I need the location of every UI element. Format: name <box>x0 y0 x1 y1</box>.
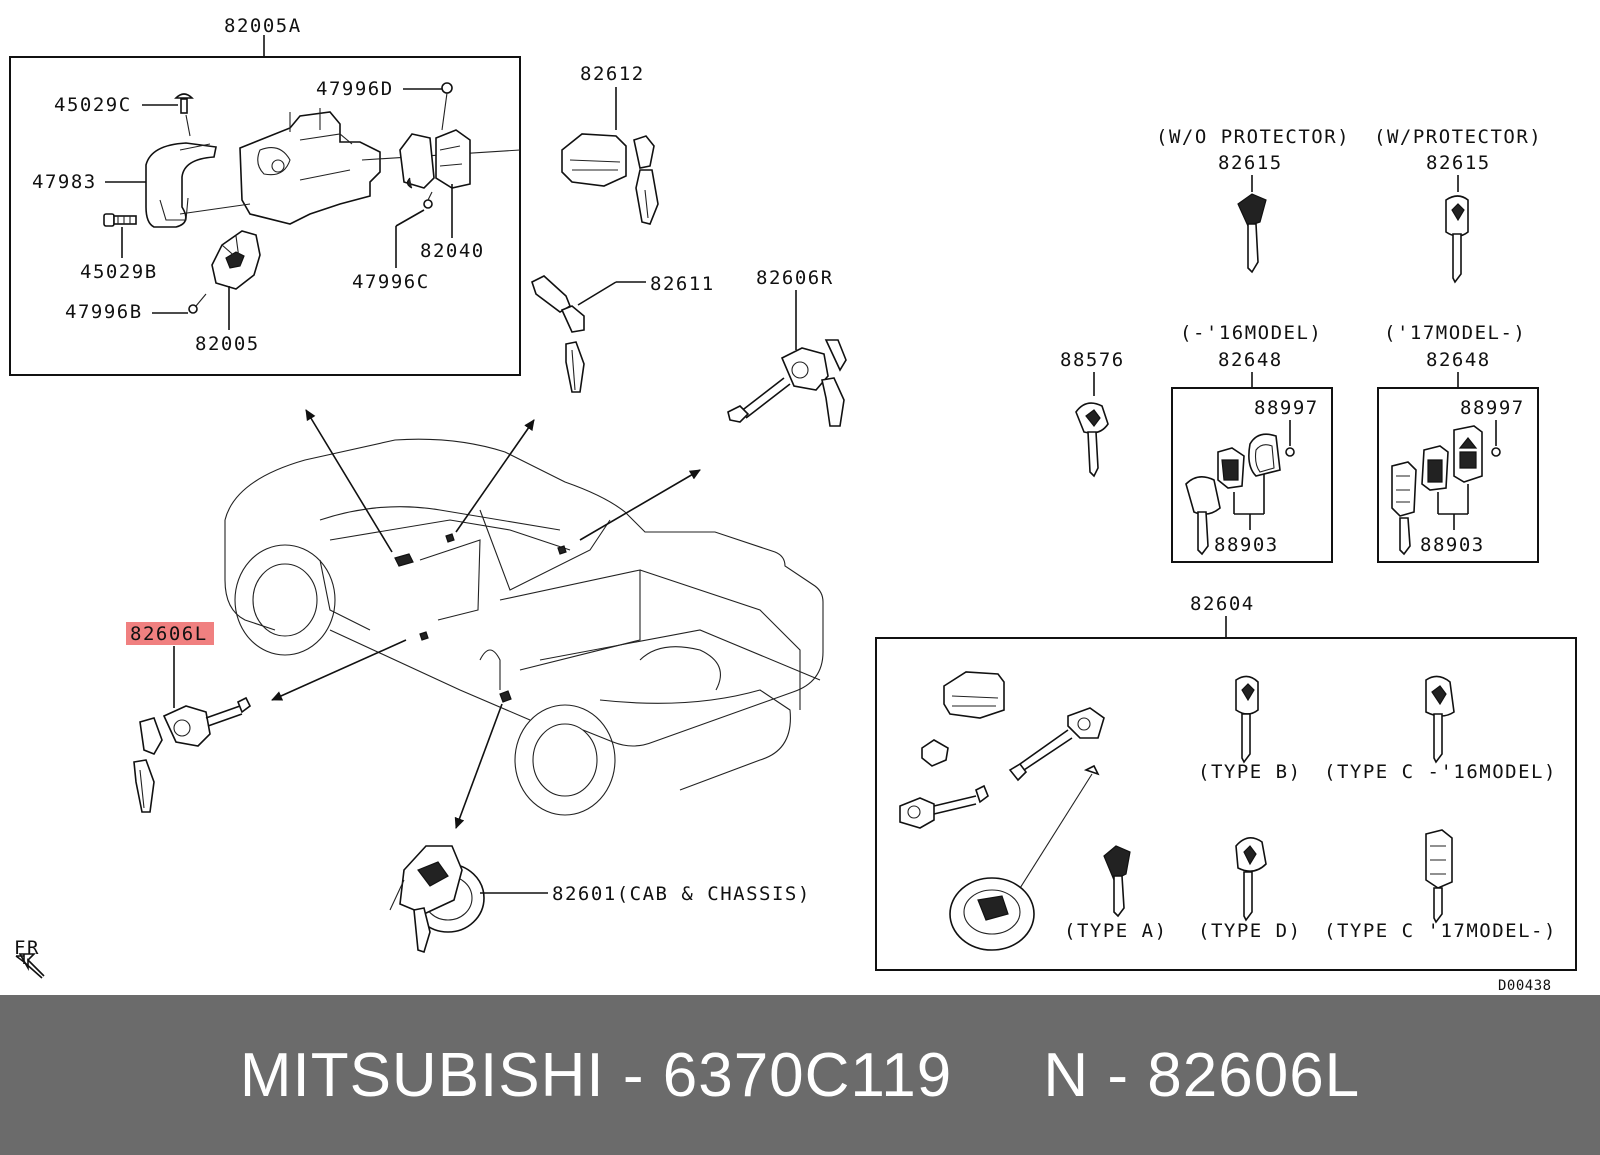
screw-47996D-icon <box>441 82 453 131</box>
label-47996C: 47996C <box>352 271 430 293</box>
label-82648-a: 82648 <box>1218 349 1283 371</box>
group-box-82604 <box>875 637 1577 971</box>
label-82606L: 82606L <box>130 623 208 645</box>
parts-diagram: 82005A 45029C 47996D 47983 <box>9 15 1577 994</box>
label-82040: 82040 <box>420 240 485 262</box>
glovebox-cylinder-set-icon <box>921 739 949 767</box>
steering-lock-body-icon <box>179 108 521 225</box>
label-type-d: (TYPE D) <box>1198 920 1302 942</box>
label-82615-a: 82615 <box>1218 152 1283 174</box>
group-box-82648-a <box>1171 387 1333 563</box>
label-47996D: 47996D <box>316 78 394 100</box>
key-type-c-16model-icon <box>1425 675 1455 764</box>
fuel-cap-82601: 82601(CAB & CHASSIS) <box>389 845 811 954</box>
pointer-arrows <box>271 409 701 829</box>
label-82615-b: 82615 <box>1426 152 1491 174</box>
door-cylinder-left-set-icon <box>899 797 935 829</box>
label-17model: ('17MODEL-) <box>1384 322 1526 344</box>
key-type-d-icon <box>1235 837 1267 922</box>
label-88903-b: 88903 <box>1420 534 1485 556</box>
glovebox-cylinder-82611: 82611 <box>531 273 715 393</box>
label-w-protector: (W/PROTECTOR) <box>1374 126 1542 148</box>
label-type-c-17model: (TYPE C '17MODEL-) <box>1324 920 1557 942</box>
ignition-switch-group: 82005A 45029C 47996D 47983 <box>9 15 521 376</box>
bolt-45029B-icon <box>103 213 137 227</box>
label-wo-protector: (W/O PROTECTOR) <box>1156 126 1350 148</box>
highlight-82606L <box>126 622 214 645</box>
ignition-cylinder-set-icon <box>943 671 1005 719</box>
screw-45029C-icon <box>174 93 194 137</box>
group-box-82648-b <box>1377 387 1539 563</box>
key-type-c-17model-icon <box>1425 829 1453 924</box>
key-type-b-icon <box>1235 675 1259 764</box>
label-type-a: (TYPE A) <box>1064 920 1168 942</box>
label-82005A: 82005A <box>224 15 302 37</box>
column-cover-47983-icon <box>145 142 217 228</box>
ignition-switch-82005-icon <box>211 230 261 290</box>
label-82005: 82005 <box>195 333 260 355</box>
immobilizer-82040-icon <box>399 129 471 189</box>
vehicle-outline <box>224 438 824 816</box>
label-45029B: 45029B <box>80 261 158 283</box>
group-box-82005A <box>9 56 521 376</box>
drawing-code: D00438 <box>1498 978 1552 994</box>
label-47996B: 47996B <box>65 301 143 323</box>
label-16model: (-'16MODEL) <box>1180 322 1322 344</box>
door-cylinder-right-set-icon <box>1067 707 1105 739</box>
screw-47996B-icon <box>188 293 207 314</box>
remote-key-82648-17model: ('17MODEL-) 82648 88997 88903 <box>1377 322 1539 563</box>
label-type-c-16model: (TYPE C -'16MODEL) <box>1324 761 1557 783</box>
screw-47996C-icon <box>423 191 433 209</box>
key-type-a-icon <box>1103 845 1131 918</box>
key-without-protector-icon <box>1237 193 1267 274</box>
label-47983: 47983 <box>32 171 97 193</box>
footer-banner: MITSUBISHI - 6370C119 N - 82606L <box>0 995 1600 1155</box>
label-type-b: (TYPE B) <box>1198 761 1302 783</box>
key-88576: 88576 <box>1060 349 1125 478</box>
key-82615-group: (W/O PROTECTOR) (W/PROTECTOR) 82615 8261… <box>1156 126 1542 284</box>
label-45029C: 45029C <box>54 94 132 116</box>
front-direction-indicator: FR <box>14 937 45 979</box>
ignition-cylinder-82612: 82612 <box>561 63 659 225</box>
label-82601: 82601(CAB & CHASSIS) <box>552 883 811 905</box>
label-82606R: 82606R <box>756 267 834 289</box>
label-82612: 82612 <box>580 63 645 85</box>
label-82604: 82604 <box>1190 593 1255 615</box>
label-88997-a: 88997 <box>1254 397 1319 419</box>
footer-part-number: MITSUBISHI - 6370C119 N - 82606L <box>239 1040 1361 1110</box>
label-88903-a: 88903 <box>1214 534 1279 556</box>
label-88997-b: 88997 <box>1460 397 1525 419</box>
door-cylinder-82606R: 82606R <box>727 267 847 427</box>
label-82611: 82611 <box>650 273 715 295</box>
label-82648-b: 82648 <box>1426 349 1491 371</box>
remote-key-82648-16model: (-'16MODEL) 82648 88997 88903 <box>1171 322 1333 563</box>
door-cylinder-82606L: 82606L <box>126 622 252 813</box>
key-with-protector-icon <box>1445 195 1469 284</box>
lock-set-82604: 82604 (TYPE B) (TY <box>875 593 1577 971</box>
label-88576: 88576 <box>1060 349 1125 371</box>
